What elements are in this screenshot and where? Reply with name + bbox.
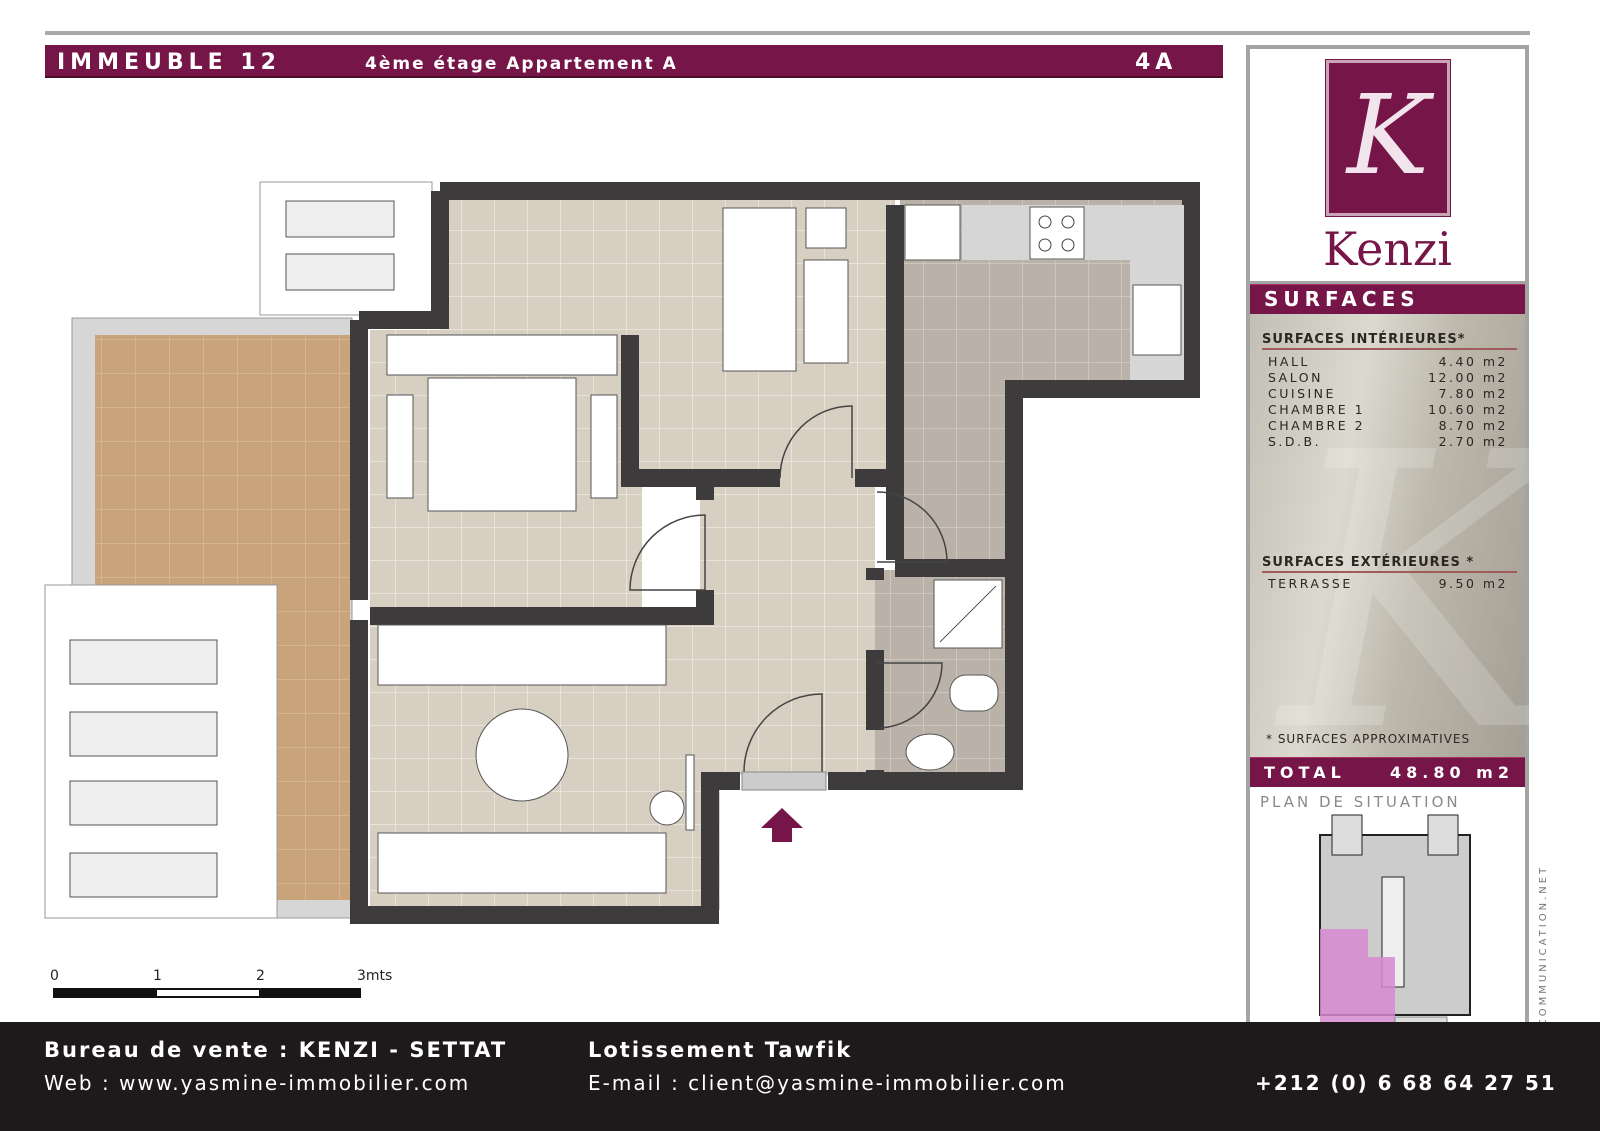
shower-drain [939,585,997,643]
planter [69,852,218,898]
total-bar: TOTAL 48.80 m2 [1250,757,1525,787]
room-area: 4.40 m2 [1438,354,1508,369]
room-label: CHAMBRE 1 [1268,402,1366,417]
planter [69,639,218,685]
footer: Bureau de vente : KENZI - SETTAT Web : w… [0,1022,1600,1131]
planter [69,780,218,826]
building-name: IMMEUBLE 12 [57,50,281,75]
washbasin [905,733,955,771]
planter [285,200,395,238]
logo-area: K Kenzi [1250,49,1525,281]
surface-row: CUISINE 7.80 m2 [1268,386,1508,402]
sofa [377,624,667,686]
room-area: 2.70 m2 [1438,434,1508,449]
hall-living-floor [370,480,875,910]
scale-label: 1 [153,968,162,984]
surface-row: CHAMBRE 1 10.60 m2 [1268,402,1508,418]
highlighted-apartment [1320,929,1395,1045]
surface-row: S.D.B. 2.70 m2 [1268,434,1508,450]
double-bed [427,377,577,512]
burner [1038,215,1052,229]
building-wing [1331,814,1363,856]
room-label: S.D.B. [1268,434,1322,449]
website-link[interactable]: Web : www.yasmine-immobilier.com [44,1071,471,1095]
toilet [949,674,999,712]
room-area: 8.70 m2 [1438,418,1508,433]
info-panel: K Kenzi SURFACES K SURFACES INTÉRIEURES*… [1246,45,1564,1050]
top-rule [45,31,1530,35]
kitchen-sink [1132,284,1182,356]
side-table [590,394,618,499]
desk [803,259,849,364]
apartment-subtitle: 4ème étage Appartement A [365,54,678,74]
entrance-arrow-icon [761,808,803,842]
room-area: 10.60 m2 [1428,402,1508,417]
scale-bar-segment [157,990,259,996]
brand-name: Kenzi [1323,222,1452,276]
unit-code: 4A [1135,50,1178,75]
burner [1038,238,1052,252]
room-label: TERRASSE [1268,576,1353,591]
planter [69,711,218,757]
single-bed [722,207,797,372]
sofa [377,832,667,894]
scale-label: 2 [256,968,265,984]
scale-label: 3mts [357,968,393,984]
walls [350,182,1200,924]
surfaces-heading: SURFACES [1250,284,1525,314]
tv-unit [685,754,695,831]
interior-heading: SURFACES INTÉRIEURES* [1262,332,1517,350]
burner [1061,215,1075,229]
total-value: 48.80 m2 [1390,763,1514,782]
room-label: SALON [1268,370,1323,385]
doors [629,405,948,773]
project-name: Lotissement Tawfik [588,1038,853,1062]
surface-row: CHAMBRE 2 8.70 m2 [1268,418,1508,434]
side-table [386,394,414,499]
phone-number[interactable]: +212 (0) 6 68 64 27 51 [1255,1071,1557,1095]
surface-row: SALON 12.00 m2 [1268,370,1508,386]
nightstand [805,207,847,249]
room-label: HALL [1268,354,1310,369]
room-label: CUISINE [1268,386,1336,401]
entry-threshold [741,771,827,791]
wardrobe [386,334,618,376]
building-wing [1427,814,1459,856]
situation-map [1319,814,1471,1045]
burner [1061,238,1075,252]
planter [285,253,395,291]
surface-row: HALL 4.40 m2 [1268,354,1508,370]
room-area: 12.00 m2 [1428,370,1508,385]
situation-title: PLAN DE SITUATION [1260,793,1461,811]
logo-letter: K [1346,71,1430,199]
round-table [475,708,569,802]
room-area: 7.80 m2 [1438,386,1508,401]
logo-watermark: K [1280,372,1564,815]
email-link[interactable]: E-mail : client@yasmine-immobilier.com [588,1071,1067,1095]
approximate-note: * SURFACES APPROXIMATIVES [1266,732,1471,746]
scale-label: 0 [50,968,59,984]
stove [1029,206,1085,260]
room-area: 9.50 m2 [1438,576,1508,591]
credit-text: JETCOMMUNICATION.NET [1538,864,1549,1050]
header-bar: IMMEUBLE 12 4ème étage Appartement A 4A [45,45,1223,78]
lamp-table [649,790,685,826]
exterior-heading: SURFACES EXTÉRIEURES * [1262,555,1517,573]
room-label: CHAMBRE 2 [1268,418,1366,433]
brand-logo: K [1325,59,1451,217]
sales-office: Bureau de vente : KENZI - SETTAT [44,1038,508,1062]
surface-row: TERRASSE 9.50 m2 [1268,576,1508,592]
situation-plan: PLAN DE SITUATION [1250,787,1525,1045]
fridge [904,204,961,261]
total-label: TOTAL [1264,763,1346,782]
